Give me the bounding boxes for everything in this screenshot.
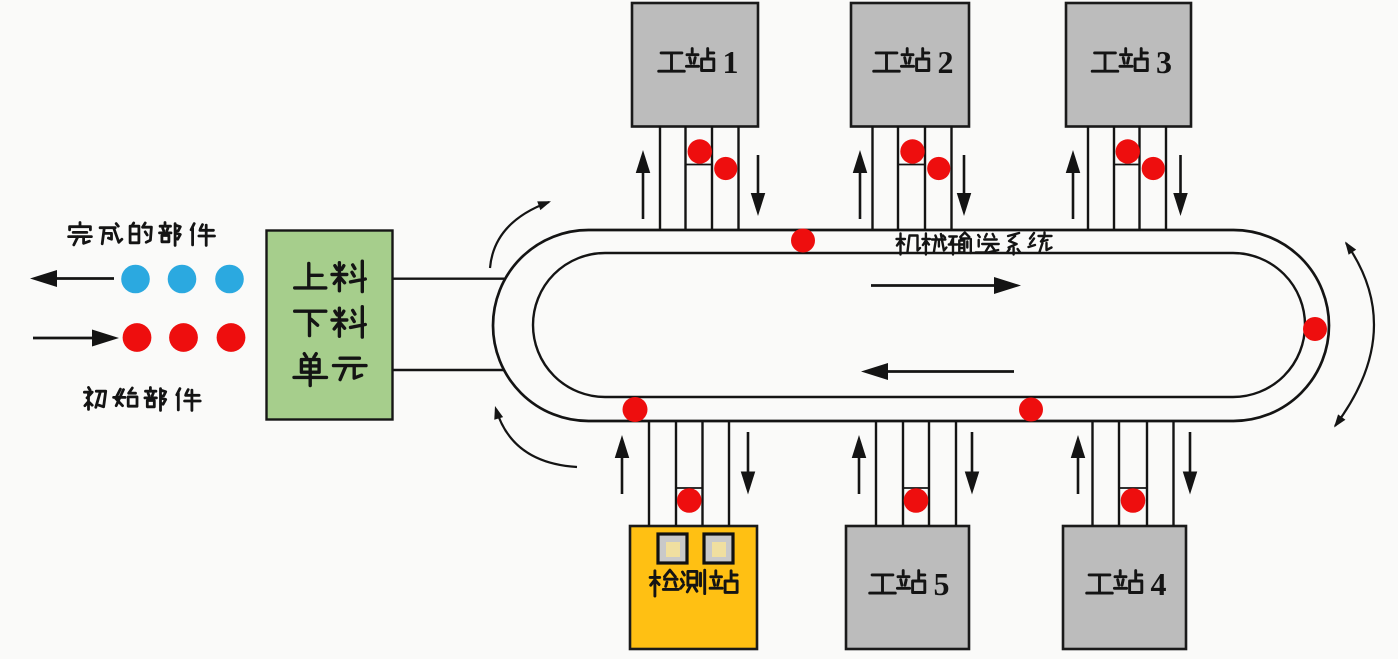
svg-text:2: 2: [938, 44, 954, 80]
svg-text:4: 4: [1151, 566, 1167, 602]
svg-text:1: 1: [723, 44, 739, 80]
svg-text:3: 3: [1156, 44, 1172, 80]
svg-text:5: 5: [934, 566, 950, 602]
